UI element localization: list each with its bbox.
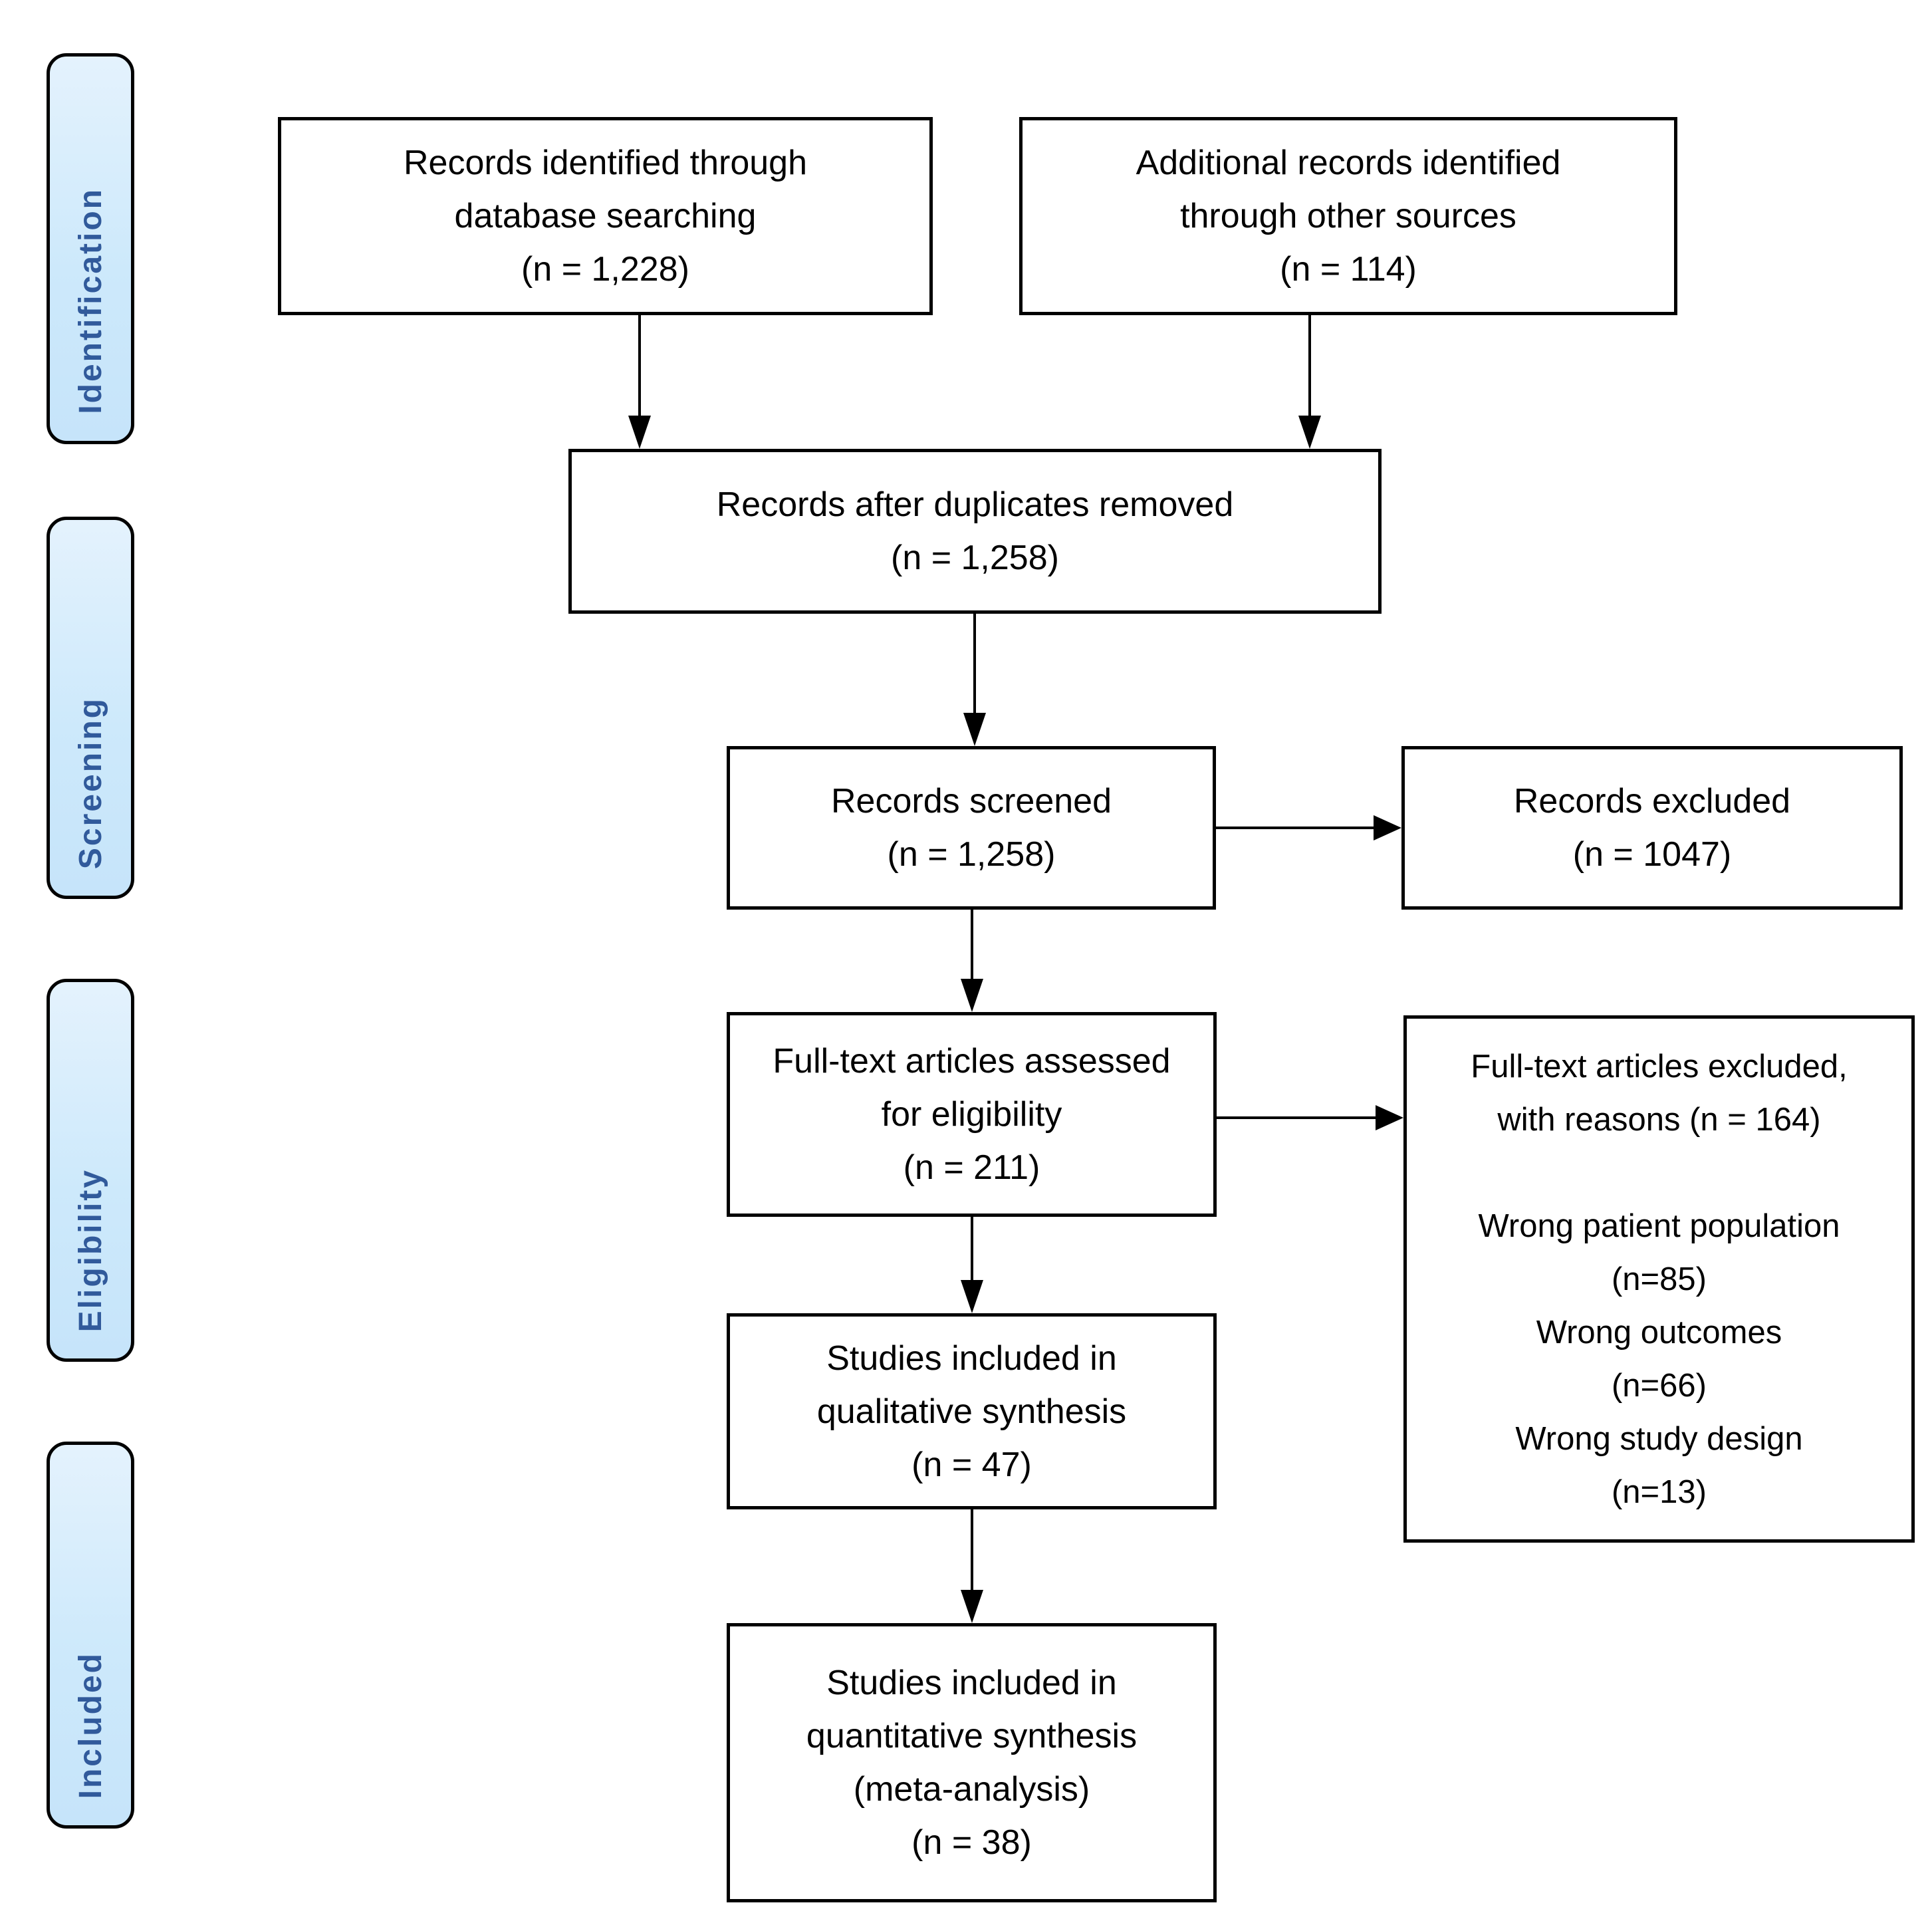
box-records-identified-count: (n = 1,228): [521, 250, 689, 289]
box-duplicates-removed-count: (n = 1,258): [891, 539, 1059, 577]
box-fulltext-assessed: Full-text articles assessed for eligibil…: [727, 1012, 1217, 1217]
box-records-screened-line1: Records screened: [831, 782, 1112, 821]
box-records-identified-line1: Records identified through: [403, 144, 808, 182]
box-duplicates-removed-line1: Records after duplicates removed: [716, 485, 1234, 524]
box-additional-records-line1: Additional records identified: [1136, 144, 1561, 182]
box-records-identified-line2: database searching: [454, 197, 757, 235]
stage-screening: Screening: [47, 517, 134, 899]
box-quantitative-synthesis-line3: (meta-analysis): [853, 1770, 1090, 1809]
box-additional-records: Additional records identified through ot…: [1019, 117, 1677, 315]
box-duplicates-removed: Records after duplicates removed (n = 1,…: [568, 449, 1382, 614]
box-additional-records-count: (n = 114): [1280, 250, 1417, 289]
box-qualitative-synthesis-line1: Studies included in: [826, 1339, 1117, 1378]
stage-eligibility: Eligibility: [47, 979, 134, 1362]
box-quantitative-synthesis-line2: quantitative synthesis: [806, 1717, 1138, 1755]
box-quantitative-synthesis-count: (n = 38): [911, 1823, 1032, 1862]
box-records-identified: Records identified through database sear…: [278, 117, 933, 315]
box-fulltext-excluded: Full-text articles excluded, with reason…: [1403, 1015, 1915, 1543]
box-records-excluded: Records excluded (n = 1047): [1401, 746, 1903, 910]
box-additional-records-line2: through other sources: [1180, 197, 1516, 235]
stage-included-label: Included: [72, 1651, 108, 1799]
box-qualitative-synthesis-count: (n = 47): [911, 1445, 1032, 1484]
box-fulltext-excluded-reason3: Wrong study design: [1515, 1420, 1803, 1457]
box-fulltext-assessed-line2: for eligibility: [881, 1095, 1062, 1134]
stage-eligibility-label: Eligibility: [72, 1168, 108, 1332]
box-qualitative-synthesis-line2: qualitative synthesis: [816, 1392, 1127, 1431]
box-records-screened: Records screened (n = 1,258): [727, 746, 1216, 910]
box-fulltext-excluded-reason1: Wrong patient population: [1478, 1208, 1840, 1244]
stage-identification-label: Identification: [72, 188, 108, 414]
stage-screening-label: Screening: [72, 696, 108, 869]
box-fulltext-excluded-reason3-count: (n=13): [1611, 1473, 1707, 1510]
box-fulltext-excluded-reason2: Wrong outcomes: [1536, 1314, 1782, 1350]
box-quantitative-synthesis-line1: Studies included in: [826, 1664, 1117, 1702]
box-fulltext-assessed-line1: Full-text articles assessed: [773, 1042, 1171, 1081]
box-qualitative-synthesis: Studies included in qualitative synthesi…: [727, 1313, 1217, 1509]
box-fulltext-excluded-line1: Full-text articles excluded,: [1471, 1048, 1848, 1085]
box-fulltext-excluded-reason2-count: (n=66): [1611, 1367, 1707, 1404]
box-records-excluded-line1: Records excluded: [1513, 782, 1791, 821]
box-fulltext-assessed-count: (n = 211): [903, 1148, 1040, 1187]
box-fulltext-excluded-reason1-count: (n=85): [1611, 1261, 1707, 1297]
box-quantitative-synthesis: Studies included in quantitative synthes…: [727, 1623, 1217, 1902]
box-fulltext-excluded-line2: with reasons (n = 164): [1497, 1101, 1821, 1138]
stage-identification: Identification: [47, 53, 134, 444]
box-records-excluded-count: (n = 1047): [1572, 835, 1732, 874]
stage-included: Included: [47, 1442, 134, 1829]
box-records-screened-count: (n = 1,258): [887, 835, 1056, 874]
